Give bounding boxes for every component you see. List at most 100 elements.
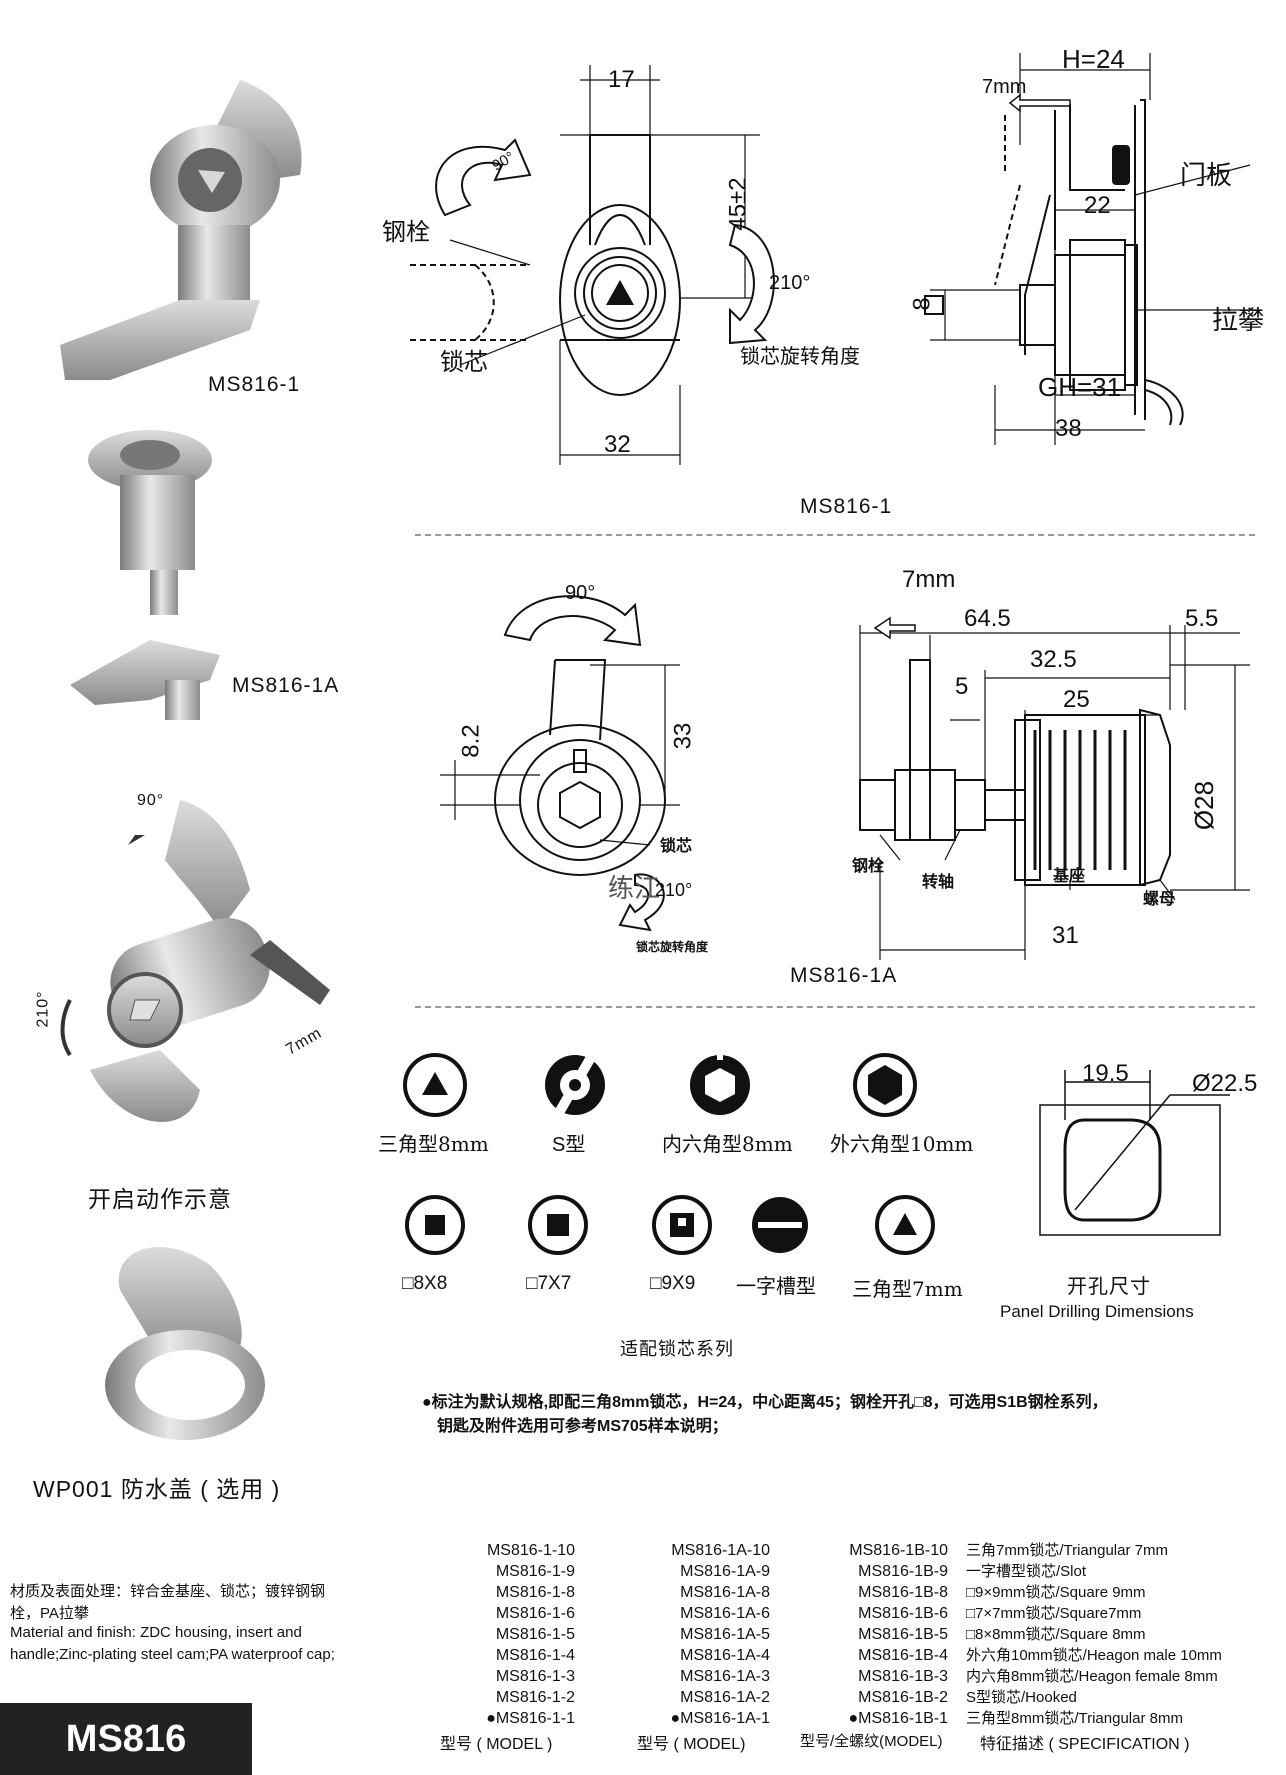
dim-5: 5 bbox=[955, 673, 969, 700]
table-cell: MS816-1-4 bbox=[495, 1647, 575, 1664]
table-cell: MS816-1A-2 bbox=[680, 1689, 770, 1706]
table-cell: MS816-1B-8 bbox=[858, 1584, 948, 1601]
angle-90-demo: 90° bbox=[137, 792, 165, 809]
table-cell: MS816-1-8 bbox=[495, 1584, 575, 1601]
model-badge: MS816 bbox=[0, 1703, 252, 1775]
table-cell: MS816-1-6 bbox=[495, 1605, 575, 1622]
dim-32: 32 bbox=[604, 431, 631, 458]
slot-icon bbox=[752, 1197, 808, 1253]
core-slot: 一字槽型 bbox=[736, 1274, 816, 1298]
table-cell: 外六角10mm锁芯/Heagon male 10mm bbox=[966, 1647, 1222, 1664]
model-column-3: MS816-1B-10 MS816-1B-9 MS816-1B-8 MS816-… bbox=[800, 1540, 948, 1729]
core-hex-male: 外六角型10mm bbox=[830, 1132, 974, 1156]
dim-d28: Ø28 bbox=[1189, 780, 1220, 831]
steel-bolt-1a: 钢栓 bbox=[852, 858, 885, 875]
table-cell: MS816-1B-2 bbox=[858, 1689, 948, 1706]
angle-210-demo: 210° bbox=[34, 990, 52, 1028]
hex-male-10mm-icon bbox=[853, 1053, 917, 1117]
door-panel-label: 门板 bbox=[1180, 161, 1233, 191]
angle-210-1a: 210° bbox=[655, 880, 693, 900]
table-cell: ●MS816-1-1 bbox=[486, 1710, 575, 1727]
table-cell: MS816-1A-4 bbox=[680, 1647, 770, 1664]
dim-h24: H=24 bbox=[1062, 44, 1125, 74]
panel-title-en: Panel Drilling Dimensions bbox=[1000, 1302, 1194, 1321]
divider-2 bbox=[415, 1006, 1255, 1008]
table-cell: 三角7mm锁芯/Triangular 7mm bbox=[966, 1542, 1168, 1559]
dim-5-5: 5.5 bbox=[1185, 605, 1219, 632]
square-7x7-icon bbox=[528, 1195, 588, 1255]
dim-32-5: 32.5 bbox=[1030, 646, 1077, 673]
panel-title-cn: 开孔尺寸 bbox=[1067, 1276, 1151, 1298]
dim-64-5: 64.5 bbox=[964, 605, 1011, 632]
caption-ms816-1a: MS816-1A bbox=[790, 964, 898, 987]
table-cell: MS816-1-10 bbox=[486, 1542, 575, 1559]
dim-7mm-1: 7mm bbox=[982, 76, 1027, 98]
square-8x8-icon bbox=[405, 1195, 465, 1255]
table-cell: 内六角8mm锁芯/Heagon female 8mm bbox=[966, 1668, 1218, 1685]
dim-d22-5: Ø22.5 bbox=[1192, 1070, 1258, 1097]
table-cell: MS816-1-3 bbox=[495, 1668, 575, 1685]
core-hex-female: 内六角型8mm bbox=[662, 1132, 793, 1156]
product-illustrations bbox=[60, 80, 330, 1440]
table-cell: □9×9mm锁芯/Square 9mm bbox=[966, 1584, 1146, 1601]
table-header-model-3: 型号/全螺纹(MODEL) bbox=[800, 1733, 943, 1750]
table-header-model-2: 型号 ( MODEL) bbox=[637, 1736, 746, 1753]
square-symbol-1 bbox=[924, 295, 944, 315]
table-cell: □8×8mm锁芯/Square 8mm bbox=[966, 1626, 1146, 1643]
triangle-7mm-icon bbox=[875, 1195, 935, 1255]
table-cell: S型锁芯/Hooked bbox=[966, 1689, 1077, 1706]
table-cell: MS816-1A-6 bbox=[680, 1605, 770, 1622]
material-en-2: handle;Zinc-plating steel cam;PA waterpr… bbox=[10, 1646, 335, 1663]
dim-31: 31 bbox=[1052, 922, 1079, 949]
rotation-angle-label: 锁芯旋转角度 bbox=[740, 344, 860, 368]
table-cell: ●MS816-1B-1 bbox=[848, 1710, 948, 1727]
core-7x7: □7X7 bbox=[526, 1273, 572, 1294]
note-line-1: ●标注为默认规格,即配三角8mm锁芯，H=24，中心距离45；钢栓开孔□8，可选… bbox=[422, 1394, 1108, 1411]
label-open-demo: 开启动作示意 bbox=[88, 1186, 232, 1212]
triangle-8mm-icon bbox=[403, 1053, 467, 1117]
drawing-ms816-1-front bbox=[410, 65, 775, 465]
lock-core-label: 锁芯 bbox=[440, 348, 488, 376]
table-cell: MS816-1A-8 bbox=[680, 1584, 770, 1601]
table-cell: MS816-1B-10 bbox=[849, 1542, 948, 1559]
drawing-ms816-1a-side bbox=[859, 616, 1250, 960]
label-ms816-1a: MS816-1A bbox=[232, 674, 340, 697]
dim-19-5: 19.5 bbox=[1082, 1060, 1129, 1087]
table-cell: MS816-1A-3 bbox=[680, 1668, 770, 1685]
panel-drilling-drawing bbox=[1039, 1070, 1230, 1236]
table-cell: MS816-1B-3 bbox=[858, 1668, 948, 1685]
core-9x9: □9X9 bbox=[650, 1273, 696, 1294]
dim-8-2: 8.2 bbox=[457, 724, 485, 758]
table-cell: MS816-1A-9 bbox=[680, 1563, 770, 1580]
lock-image-ms816-1a bbox=[70, 430, 220, 720]
series-title: 适配锁芯系列 bbox=[620, 1339, 734, 1360]
core-triangle-8mm: 三角型8mm bbox=[378, 1132, 489, 1156]
shaft-label: 转轴 bbox=[922, 874, 955, 891]
table-cell: MS816-1A-5 bbox=[680, 1626, 770, 1643]
core-triangle-7mm: 三角型7mm bbox=[852, 1277, 963, 1301]
hex-female-8mm-icon bbox=[690, 1052, 750, 1115]
table-cell: □7×7mm锁芯/Square7mm bbox=[966, 1605, 1142, 1622]
note-line-2: 钥匙及附件选用可参考MS705样本说明； bbox=[437, 1418, 728, 1435]
steel-bolt-label: 钢栓 bbox=[382, 218, 430, 246]
table-cell: MS816-1A-10 bbox=[671, 1542, 770, 1559]
dim-33: 33 bbox=[669, 722, 697, 750]
lock-core-1a: 锁芯 bbox=[660, 838, 693, 855]
dim-gh31: GH=31 bbox=[1038, 372, 1122, 402]
lock-image-ms816-1 bbox=[60, 80, 302, 380]
handle-label: 拉攀 bbox=[1212, 306, 1265, 336]
table-cell: MS816-1B-4 bbox=[858, 1647, 948, 1664]
dim-17: 17 bbox=[608, 66, 635, 93]
angle-210-label: 210° bbox=[769, 272, 811, 294]
base-label: 基座 bbox=[1053, 868, 1086, 885]
material-en-1: Material and finish: ZDC housing, insert… bbox=[10, 1624, 302, 1641]
dim-45: 45±2 bbox=[724, 177, 752, 231]
rotation-angle-1a: 锁芯旋转角度 bbox=[636, 940, 709, 954]
model-column-2: MS816-1A-10 MS816-1A-9 MS816-1A-8 MS816-… bbox=[625, 1540, 770, 1729]
table-header-model-1: 型号 ( MODEL ) bbox=[440, 1736, 553, 1753]
dim-38: 38 bbox=[1055, 415, 1082, 442]
caption-ms816-1: MS816-1 bbox=[800, 495, 893, 518]
table-cell: MS816-1-9 bbox=[495, 1563, 575, 1580]
table-cell: MS816-1-2 bbox=[495, 1689, 575, 1706]
table-cell: MS816-1B-6 bbox=[858, 1605, 948, 1622]
